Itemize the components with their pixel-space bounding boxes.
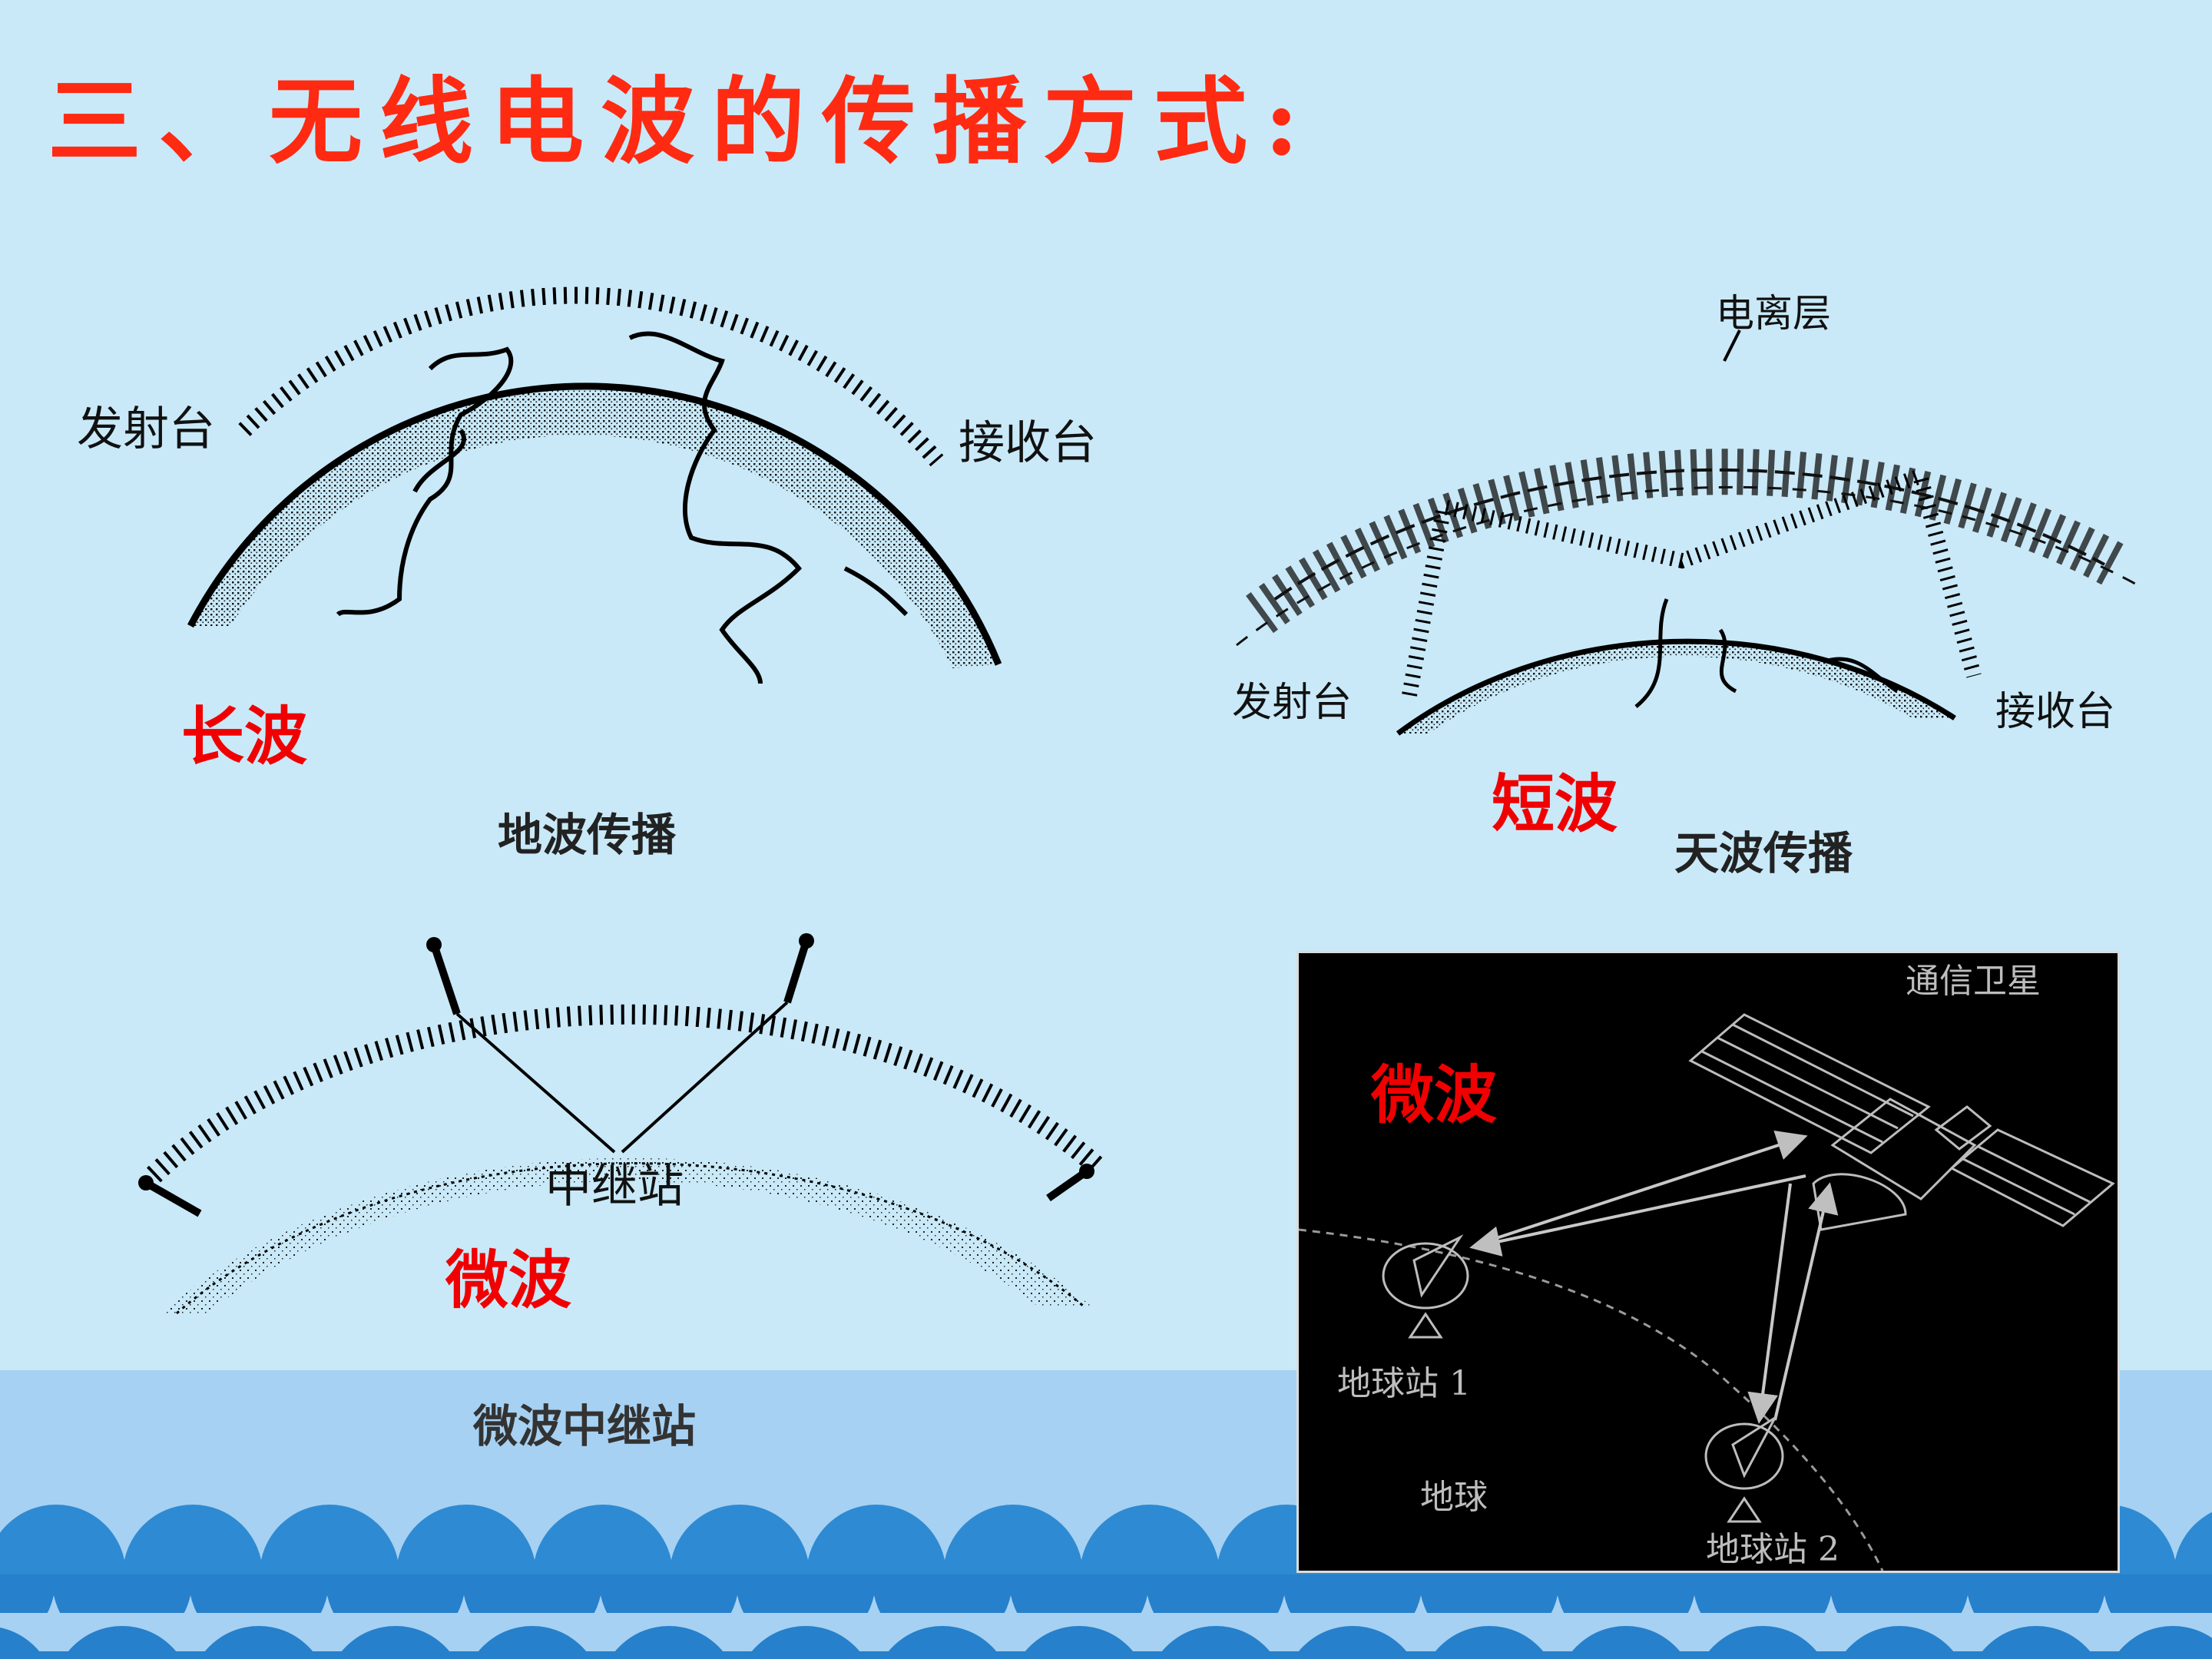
relay-tower-left [434,945,457,1014]
slide-title: 三、无线电波的传播方式: [48,46,1316,182]
relay-caption: 微波中继站 [473,1390,696,1455]
relay-station-label: 中继站 [545,1149,684,1216]
satellite-icon [1690,1015,2113,1230]
earth-station-2-label: 地球站 2 [1706,1522,1839,1571]
earth-label: 地球 [1420,1469,1488,1518]
earth-station-1-label: 地球站 1 [1337,1356,1471,1405]
end-tower-left [146,1183,200,1214]
satellite-panel: 通信卫星 微波 地球站 1 地球 地球站 2 [1296,951,2120,1573]
relay-tower-right [787,941,806,1002]
satellite-label: 通信卫星 [1906,953,2041,1002]
satellite-wave-label: 微波 [1371,1044,1497,1135]
relay-wave-label: 微波 [445,1229,571,1320]
